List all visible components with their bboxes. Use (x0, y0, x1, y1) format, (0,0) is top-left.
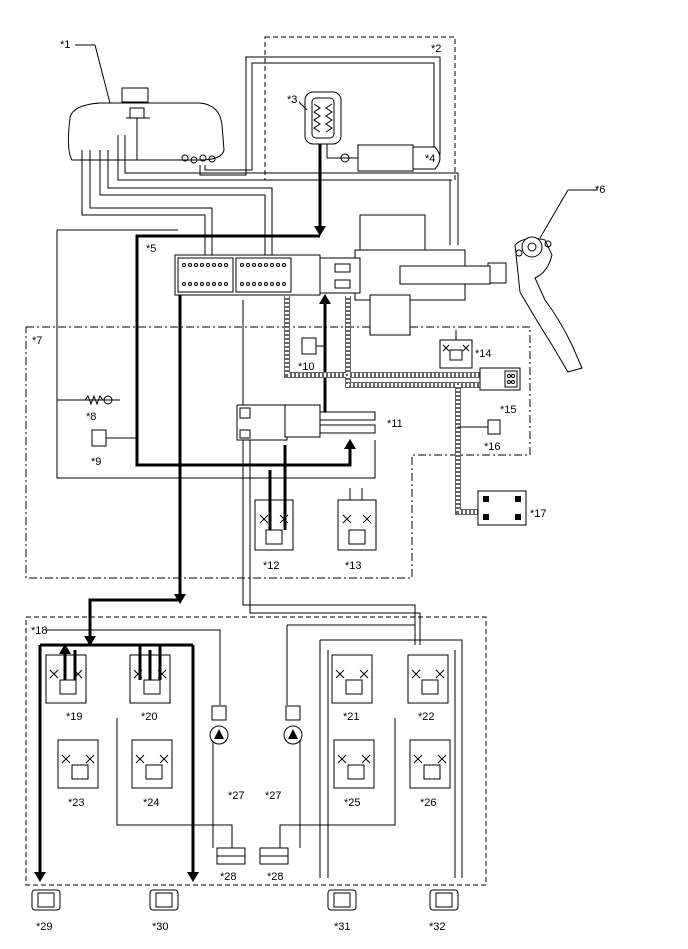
label-27-left: *27 (228, 790, 245, 802)
label-28-right: *28 (267, 871, 284, 883)
wheel-cylinder-29 (31, 889, 61, 911)
label-28-left: *28 (220, 871, 237, 883)
pump-motor-left (209, 705, 229, 745)
label-19: *19 (66, 711, 83, 723)
label-5: *5 (146, 243, 156, 255)
label-26: *26 (420, 797, 437, 809)
simulator-cut-valve (326, 144, 441, 172)
label-9: *9 (91, 456, 101, 468)
pressure-sensor-8 (84, 394, 113, 406)
valve-14 (439, 330, 473, 369)
label-31: *31 (334, 921, 351, 933)
master-cylinder (319, 214, 491, 336)
pump-motor-right (283, 705, 303, 745)
label-23: *23 (68, 797, 85, 809)
label-1: *1 (60, 39, 70, 51)
region-7 (25, 326, 531, 579)
label-6: *6 (595, 184, 605, 196)
label-7: *7 (32, 335, 42, 347)
label-8: *8 (86, 411, 96, 423)
brake-actuator-block (174, 254, 321, 296)
label-18: *18 (31, 625, 48, 637)
label-21: *21 (343, 711, 360, 723)
label-12: *12 (263, 560, 280, 572)
label-20: *20 (141, 711, 158, 723)
label-29: *29 (36, 921, 53, 933)
valve-21 (331, 654, 373, 704)
label-25: *25 (344, 797, 361, 809)
pressure-sensor-9 (91, 429, 137, 447)
valve-22 (407, 654, 449, 704)
valve-25 (333, 739, 375, 789)
pressure-sensor-10 (301, 337, 325, 355)
label-32: *32 (429, 921, 446, 933)
label-3: *3 (287, 94, 297, 106)
wheel-cylinder-30 (149, 889, 179, 911)
reservoir-28-left (216, 847, 246, 865)
pressure-line-main (135, 234, 352, 467)
valve-24 (131, 739, 173, 789)
label-2: *2 (431, 43, 441, 55)
label-13: *13 (345, 560, 362, 572)
stroke-simulator (304, 91, 342, 145)
label-14: *14 (475, 348, 492, 360)
reservoir-28-right (259, 847, 289, 865)
label-24: *24 (143, 797, 160, 809)
label-10: *10 (298, 361, 315, 373)
label-15: *15 (500, 404, 517, 416)
connector-15 (479, 367, 521, 391)
brake-pedal (487, 236, 583, 373)
sensor-16 (458, 419, 501, 435)
label-27-right: *27 (265, 790, 282, 802)
wheel-cylinder-31 (327, 889, 357, 911)
valve-23 (57, 739, 99, 789)
label-4: *4 (425, 153, 435, 165)
region-18 (25, 616, 487, 886)
label-22: *22 (418, 711, 435, 723)
label-16: *16 (484, 441, 501, 453)
valve-13 (337, 488, 377, 551)
label-30: *30 (152, 921, 169, 933)
pump-block-11 (236, 404, 376, 441)
label-11: *11 (387, 418, 403, 430)
wheel-cylinder-32 (429, 889, 459, 911)
ecu-17 (477, 490, 527, 526)
valve-26 (409, 739, 451, 789)
valve-12 (254, 445, 294, 551)
label-17: *17 (530, 508, 547, 520)
reservoir-tank (67, 87, 225, 164)
